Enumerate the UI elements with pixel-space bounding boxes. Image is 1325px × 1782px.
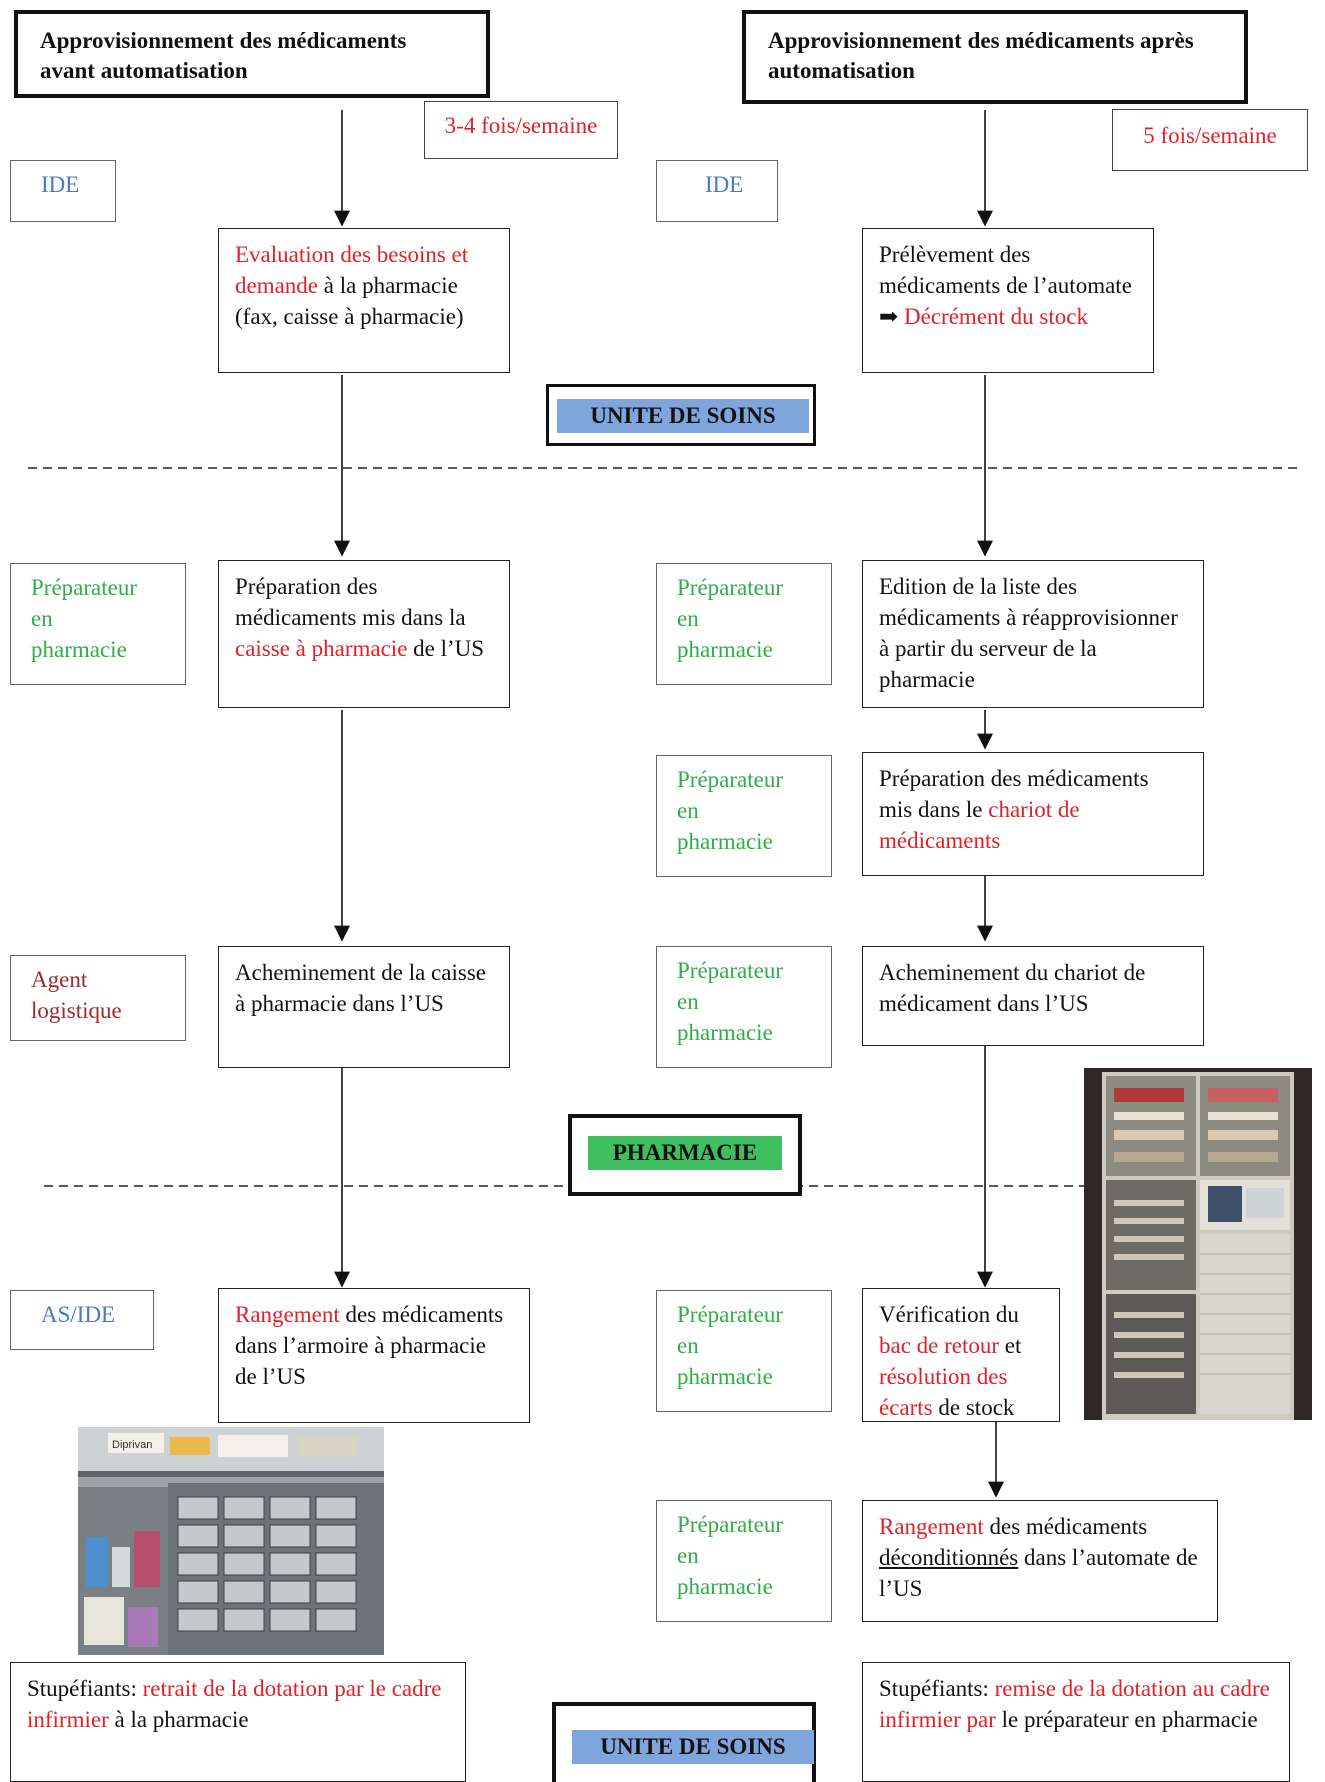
zone-label: UNITE DE SOINS (572, 1730, 814, 1764)
role-line-1: Préparateur (677, 1302, 783, 1327)
zone-label: UNITE DE SOINS (557, 399, 809, 433)
step-acheminement-chariot: Acheminement du chariot de médicament da… (862, 946, 1204, 1046)
step-preparation-caisse: Préparation des médicaments mis dans la … (218, 560, 510, 708)
step-decrement-stock: Décrément du stock (898, 304, 1088, 329)
role-line-2: en (677, 798, 699, 823)
role-line-2: logistique (31, 998, 122, 1023)
step-rangement-armoire: Rangement des médicaments dans l’armoire… (218, 1288, 530, 1423)
step-evaluation-red: Evaluation des besoins et demande (235, 242, 469, 298)
armoire-pharmacie-image: Diprivan (78, 1427, 384, 1655)
stup-left-b: à la pharmacie (108, 1707, 249, 1732)
zone-pharmacie: PHARMACIE (568, 1114, 802, 1196)
role-preparateur-right-3: Préparateur en pharmacie (656, 946, 832, 1068)
step-edition-liste: Edition de la liste des médicaments à ré… (862, 560, 1204, 708)
zone-unite-de-soins-top: UNITE DE SOINS (546, 384, 816, 446)
stup-left-a: Stupéfiants: (27, 1676, 143, 1701)
step-rangement-rest: des médicaments dans l’armoire à pharmac… (235, 1302, 504, 1389)
role-preparateur-right-1: Préparateur en pharmacie (656, 563, 832, 685)
step-verif-c: de stock (932, 1395, 1015, 1420)
left-column-title: Approvisionnement des médicaments avant … (14, 10, 490, 98)
role-line-3: pharmacie (677, 1364, 773, 1389)
step-verif-red2: résolution des écarts (879, 1364, 1008, 1420)
armoire-pharmacie-photo: Diprivan (78, 1427, 384, 1655)
label-diprivan: Diprivan (112, 1439, 152, 1451)
right-column-title: Approvisionnement des médicaments après … (742, 10, 1248, 104)
role-line-1: Agent (31, 967, 88, 992)
step-verif-b: et (999, 1333, 1022, 1358)
step-preparation-chariot: Préparation des médicaments mis dans le … (862, 752, 1204, 876)
role-line-2: en (677, 989, 699, 1014)
role-preparateur-right-2: Préparateur en pharmacie (656, 755, 832, 877)
automate-cabinet-image (1084, 1068, 1312, 1420)
role-ide-right: IDE (656, 160, 778, 222)
role-line-2: en (31, 606, 53, 631)
step-prelevement-automate: Prélèvement des médicaments de l’automat… (862, 228, 1154, 373)
role-line-1: Préparateur (677, 767, 783, 792)
role-line-1: Préparateur (677, 575, 783, 600)
role-line-2: en (677, 606, 699, 631)
left-frequency-badge: 3-4 fois/semaine (424, 101, 618, 159)
role-preparateur-right-4: Préparateur en pharmacie (656, 1290, 832, 1412)
step-acheminement-caisse: Acheminement de la caisse à pharmacie da… (218, 946, 510, 1068)
step-preparation-b: de l’US (407, 636, 485, 661)
stupefiants-left: Stupéfiants: retrait de la dotation par … (10, 1662, 466, 1782)
role-line-1: Préparateur (677, 1512, 783, 1537)
automate-cabinet-photo (1084, 1068, 1312, 1420)
role-line-3: pharmacie (677, 1020, 773, 1045)
zone-label: PHARMACIE (588, 1136, 782, 1170)
role-line-2: en (677, 1543, 699, 1568)
stup-right-b: le préparateur en pharmacie (995, 1707, 1258, 1732)
step-preparation-red: caisse à pharmacie (235, 636, 408, 661)
role-line-1: Préparateur (31, 575, 137, 600)
step-verif-a: Vérification du (879, 1302, 1019, 1327)
step-rangement-red: Rangement (235, 1302, 340, 1327)
role-preparateur-left-1: Préparateur en pharmacie (10, 563, 186, 685)
step-verif-red1: bac de retour (879, 1333, 1000, 1358)
step-rangement-auto-red: Rangement (879, 1514, 984, 1539)
role-line-3: pharmacie (677, 1574, 773, 1599)
step-preparation-a: Préparation des médicaments mis dans la (235, 574, 466, 630)
role-as-ide: AS/IDE (10, 1290, 154, 1350)
stupefiants-right: Stupéfiants: remise de la dotation au ca… (862, 1662, 1290, 1782)
step-rangement-auto-u: déconditionnés (879, 1545, 1019, 1570)
step-rangement-auto-a: des médicaments (983, 1514, 1148, 1539)
step-rangement-automate: Rangement des médicaments déconditionnés… (862, 1500, 1218, 1622)
role-line-3: pharmacie (31, 637, 127, 662)
role-ide-left: IDE (10, 160, 116, 222)
arrow-right-icon: ➡ (879, 304, 899, 329)
role-line-1: Préparateur (677, 958, 783, 983)
role-line-3: pharmacie (677, 637, 773, 662)
role-preparateur-right-5: Préparateur en pharmacie (656, 1500, 832, 1622)
stup-left-red: retrait de la dotation par le cadre infi… (27, 1676, 442, 1732)
step-chariot-a: Préparation des médicaments mis dans le (879, 766, 1149, 822)
role-agent-logistique: Agent logistique (10, 955, 186, 1041)
right-frequency-badge: 5 fois/semaine (1112, 109, 1308, 171)
role-line-3: pharmacie (677, 829, 773, 854)
step-evaluation-besoins: Evaluation des besoins et demande à la p… (218, 228, 510, 373)
stup-right-red: remise de la dotation au cadre infirmier… (879, 1676, 1270, 1732)
step-chariot-red: chariot de médicaments (879, 797, 1080, 853)
step-prelevement-text: Prélèvement des médicaments de l’automat… (879, 242, 1132, 298)
step-rangement-auto-b: dans l’automate de l’US (879, 1545, 1198, 1601)
step-evaluation-rest: à la pharmacie (fax, caisse à pharmacie) (235, 273, 464, 329)
role-line-2: en (677, 1333, 699, 1358)
zone-unite-de-soins-bottom: UNITE DE SOINS (552, 1702, 816, 1782)
stup-right-a: Stupéfiants: (879, 1676, 995, 1701)
step-verification-bac: Vérification du bac de retour et résolut… (862, 1288, 1060, 1422)
